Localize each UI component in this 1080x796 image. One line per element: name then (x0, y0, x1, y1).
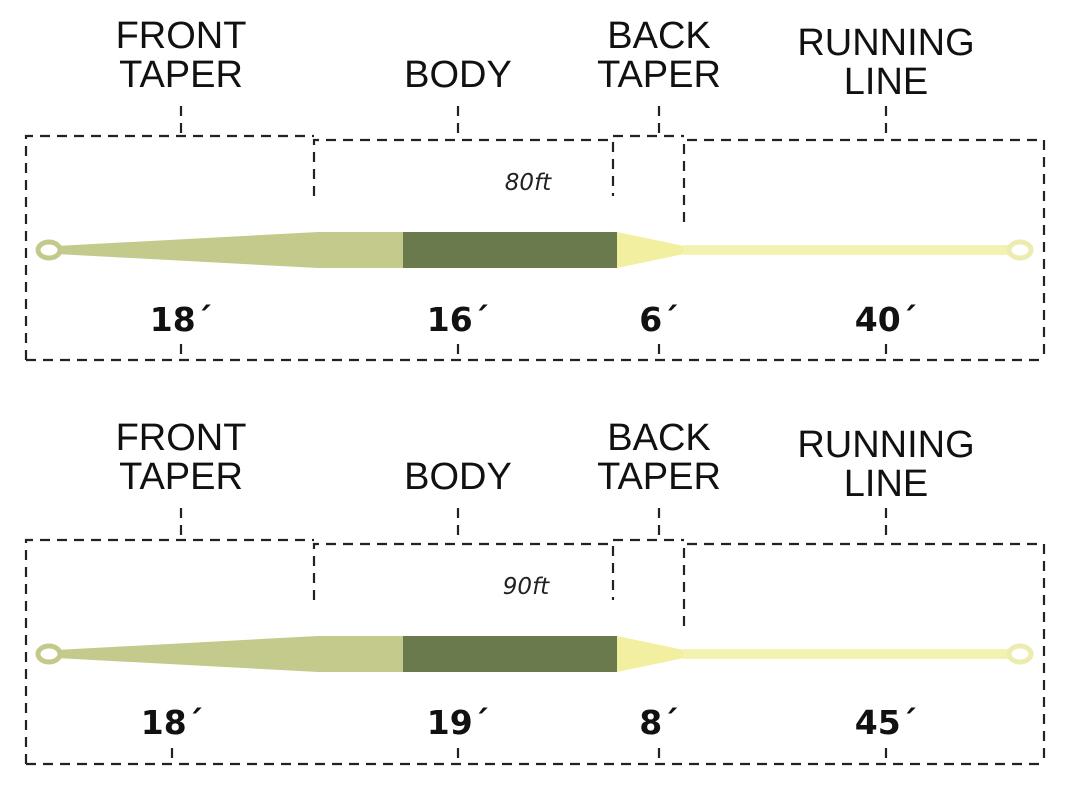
running-line-label-line-2: LINE (844, 61, 928, 103)
back-taper-label-line-2: TAPER (597, 54, 721, 96)
running-line-bracket (682, 138, 1046, 360)
front-taper-label-line-2: TAPER (119, 456, 243, 498)
back-taper-segment (617, 636, 684, 672)
front-loop (35, 643, 63, 665)
head-bracket (24, 538, 314, 764)
taper-diagram-panel-2: FRONT TAPER BODY BACK TAPER RUNNING LINE… (24, 417, 1046, 766)
back-taper-label: BACK (607, 417, 710, 459)
rear-loop (1006, 239, 1034, 261)
running-line-length: 40´ (855, 300, 917, 339)
body-length: 16´ (427, 300, 489, 339)
body-bracket (312, 542, 615, 600)
running-line-segment (684, 649, 1014, 659)
total-length-label: 90ft (503, 574, 550, 600)
front-taper-label-line-2: TAPER (119, 54, 243, 96)
head-bracket (24, 134, 314, 360)
running-line-label-line-2: LINE (844, 463, 928, 505)
fly-line (35, 232, 1034, 268)
rear-loop (1006, 643, 1034, 665)
total-length-label: 80ft (505, 170, 552, 196)
body-label: BODY (404, 54, 512, 96)
running-line-length: 45´ (855, 703, 917, 742)
fly-line (35, 636, 1034, 672)
front-loop (35, 239, 63, 261)
front-taper-label: FRONT (116, 417, 247, 459)
body-label: BODY (404, 456, 512, 498)
running-line-label: RUNNING (797, 424, 974, 466)
front-taper-length: 18´ (141, 703, 203, 742)
running-line-label: RUNNING (797, 22, 974, 64)
front-taper-length: 18´ (150, 300, 212, 339)
body-segment (403, 232, 617, 268)
body-bracket (312, 138, 615, 196)
back-taper-label-line-2: TAPER (597, 456, 721, 498)
back-taper-length: 6´ (639, 300, 678, 339)
body-segment (403, 636, 617, 672)
back-taper-label: BACK (607, 15, 710, 57)
body-length: 19´ (427, 703, 489, 742)
running-line-segment (684, 245, 1014, 255)
running-line-bracket (682, 542, 1046, 764)
front-taper-segment (56, 636, 403, 672)
back-taper-segment (617, 232, 684, 268)
back-taper-length: 8´ (639, 703, 678, 742)
front-taper-segment (56, 232, 403, 268)
front-taper-label: FRONT (116, 15, 247, 57)
taper-diagram-panel-1: FRONT TAPER BODY BACK TAPER RUNNING LINE… (24, 15, 1046, 362)
